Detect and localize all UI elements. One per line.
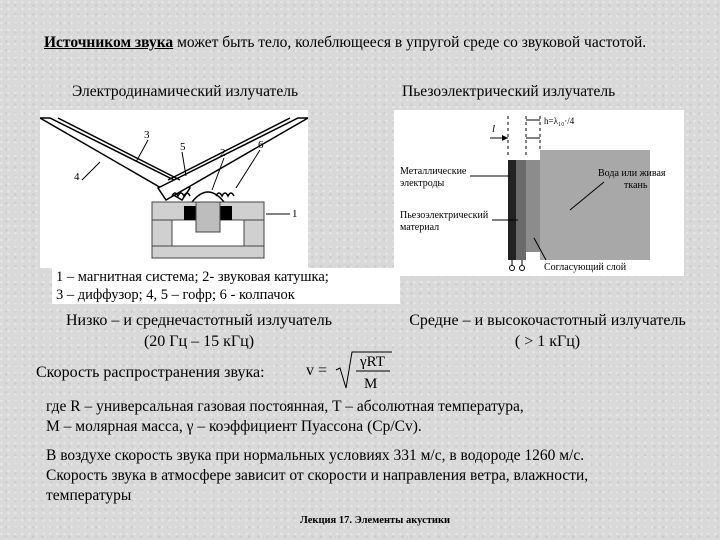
piezoelectric-diagram: l h=λ₁₀·/4 Металлические электроды Пьезо… [394, 110, 684, 276]
intro-term: Источником звука [44, 34, 174, 51]
label-1: 1 [292, 208, 298, 220]
air-speed-paragraph: В воздухе скорость звука при нормальных … [46, 446, 706, 506]
intro-text: может быть тело, колеблющееся в упругой … [173, 34, 647, 51]
caption-line1: 1 – магнитная система; 2- звуковая катуш… [56, 269, 329, 285]
label-water-line2: ткань [624, 180, 648, 191]
label-5: 5 [180, 141, 186, 153]
piezo-drawing: l h=λ₁₀·/4 Металлические электроды Пьезо… [400, 116, 666, 273]
where-line1: где R – универсальная газовая постоянная… [46, 398, 524, 415]
formula-drawing: v = γRT M [306, 351, 392, 392]
label-metal-line2: электроды [400, 178, 445, 189]
footer-lecture-title: Лекция 17. Элементы акустики [300, 515, 451, 526]
label-l: l [492, 123, 495, 135]
formula-numerator: γRT [359, 354, 385, 370]
sound-speed-formula: v = γRT M [304, 348, 394, 392]
formula-denominator: M [364, 376, 377, 392]
high-freq-line1: Средне – и высокочастотный излучатель [409, 312, 686, 329]
label-metal-line1: Металлические [400, 166, 467, 177]
right-heading: Пьезоэлектрический излучатель [402, 83, 616, 100]
low-freq-line1: Низко – и среднечастотный излучатель [65, 312, 333, 329]
label-4: 4 [74, 171, 80, 183]
formula-lhs: v = [306, 362, 327, 379]
low-freq-emitter: Низко – и среднечастотный излучатель (20… [44, 310, 354, 352]
label-3: 3 [144, 129, 150, 141]
label-half-lambda: h=λ₁₀·/4 [544, 116, 575, 126]
variables-description: где R – универсальная газовая постоянная… [46, 397, 696, 437]
label-water-line1: Вода или живая [598, 168, 666, 179]
electrodynamic-diagram: 4 3 5 2 6 1 [37, 110, 311, 268]
label-piezo-line1: Пьезоэлектрический [400, 210, 489, 221]
air-line2: Скорость звука в атмосфере зависит от ск… [46, 467, 589, 484]
label-6: 6 [258, 139, 264, 151]
air-line1: В воздухе скорость звука при нормальных … [46, 447, 585, 464]
label-2: 2 [220, 147, 226, 159]
where-line2: M – молярная масса, γ – коэффициент Пуас… [46, 418, 422, 435]
air-line3: температуры [46, 487, 132, 504]
caption-line2: 3 – диффузор; 4, 5 – гофр; 6 - колпачок [56, 287, 295, 303]
loudspeaker-drawing: 4 3 5 2 6 1 [37, 117, 311, 259]
speed-label: Скорость распространения звука: [36, 364, 265, 381]
low-freq-line2: (20 Гц – 15 кГц) [143, 333, 255, 350]
high-freq-emitter: Средне – и высокочастотный излучатель ( … [385, 310, 710, 352]
label-piezo-line2: материал [400, 222, 439, 233]
intro-paragraph: Источником звука может быть тело, колебл… [44, 33, 694, 52]
high-freq-line2: ( > 1 кГц) [514, 333, 581, 350]
left-caption: 1 – магнитная система; 2- звуковая катуш… [52, 268, 400, 304]
left-heading: Электродинамический излучатель [72, 83, 299, 100]
label-matching: Согласующий слой [544, 262, 627, 273]
